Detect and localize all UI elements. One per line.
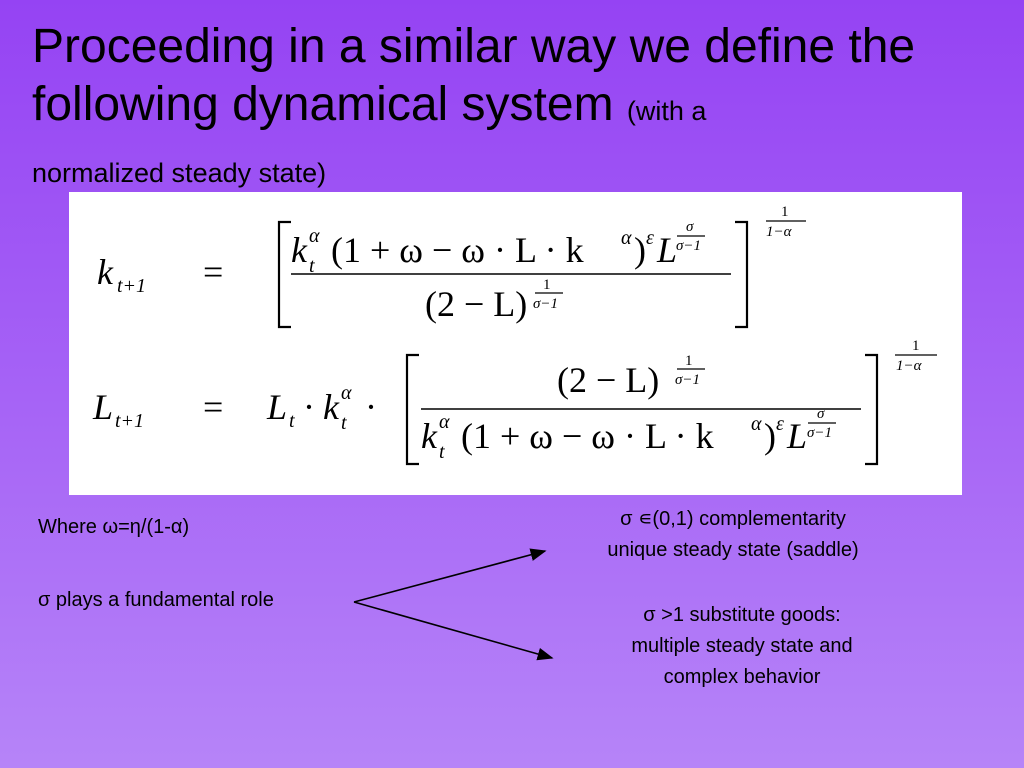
complementarity-line-1: σ ∊(0,1) complementarity	[620, 508, 846, 530]
eq2-sigma-num: σ	[817, 406, 825, 422]
arrow-to-complementarity	[353, 548, 547, 603]
eq1-num-k-t: t	[309, 255, 315, 277]
eq1-num-k-alpha: α	[309, 225, 320, 247]
eq1-den-body: (2 − L)	[425, 284, 527, 324]
slide-title-main: Proceeding in a similar way we define th…	[32, 20, 916, 131]
eq1-den-exp-num: 1	[543, 277, 551, 293]
eq2-den-alpha: α	[751, 413, 762, 435]
arrow-to-substitute-goods	[353, 601, 554, 661]
eq2-kt-alpha: α	[341, 382, 352, 404]
eq2-num-exp-den: σ−1	[675, 372, 700, 388]
substitute-line-1: σ >1 substitute goods:	[643, 604, 841, 626]
eq1-num-alpha: α	[621, 227, 632, 249]
eq1-num-close: )	[634, 230, 646, 270]
eq1-num-body: (1 + ω − ω · L · k	[331, 230, 584, 270]
eq1-lhs: k	[97, 252, 114, 292]
eq2-den-k: k	[421, 416, 438, 456]
eq2-num-exp-num: 1	[685, 353, 693, 369]
eq1-sigma-den: σ−1	[676, 238, 701, 254]
slide-title: Proceeding in a similar way we define th…	[32, 18, 1007, 134]
omega-definition: Where ω=η/(1-α)	[38, 516, 190, 538]
equation-image: k t+1 = k α t (1 + ω − ω · L · k α ) ε L…	[69, 192, 962, 495]
eq1-sigma-num: σ	[686, 219, 694, 235]
eq2-num-body: (2 − L)	[557, 360, 659, 400]
eq2-Lt: L	[266, 387, 287, 427]
eq1-lhs-sub: t+1	[117, 275, 146, 297]
eq2-lhs: L	[92, 387, 113, 427]
eq1-num-L: L	[656, 230, 677, 270]
eq2-den-body: (1 + ω − ω · L · k	[461, 416, 714, 456]
eq2-den-eps: ε	[776, 413, 784, 435]
eq2-den-close: )	[764, 416, 776, 456]
substitute-line-2: multiple steady state and	[631, 635, 853, 657]
eq1-right-bracket	[735, 220, 749, 329]
eq2-den-k-t: t	[439, 441, 445, 463]
eq2-kt: k	[323, 387, 340, 427]
equations-svg: k t+1 = k α t (1 + ω − ω · L · k α ) ε L…	[92, 204, 937, 466]
eq2-sigma-den: σ−1	[807, 425, 832, 441]
eq2-equals: =	[203, 387, 223, 427]
eq2-dot2: ·	[365, 387, 377, 427]
substitute-goods-case: σ >1 substitute goods: multiple steady s…	[562, 600, 922, 693]
substitute-line-3: complex behavior	[663, 666, 821, 688]
eq1-outer-exp-num: 1	[781, 204, 789, 220]
eq2-left-bracket	[405, 353, 419, 466]
eq2-outer-exp-num: 1	[912, 338, 920, 354]
eq1-equals: =	[203, 252, 223, 292]
eq1-num-k: k	[291, 230, 308, 270]
sigma-role-note: σ plays a fundamental role	[38, 589, 274, 611]
eq1-num-eps: ε	[646, 227, 654, 249]
eq1-outer-exp-den: 1−α	[766, 224, 793, 240]
eq2-outer-exp-den: 1−α	[896, 358, 923, 374]
eq2-kt-t: t	[341, 412, 347, 434]
slide-title-aside-continued: normalized steady state)	[32, 158, 327, 188]
eq2-dot1: ·	[303, 387, 315, 427]
slide-title-aside: (with a	[626, 96, 707, 126]
eq1-left-bracket	[277, 220, 291, 329]
eq2-right-bracket	[865, 353, 879, 466]
eq2-Lt-sub: t	[289, 410, 295, 432]
eq2-den-L: L	[786, 416, 807, 456]
complementarity-case: σ ∊(0,1) complementarity unique steady s…	[548, 504, 918, 566]
eq2-den-k-alpha: α	[439, 411, 450, 433]
eq1-den-exp-den: σ−1	[533, 296, 558, 312]
complementarity-line-2: unique steady state (saddle)	[607, 539, 859, 561]
eq2-lhs-sub: t+1	[115, 410, 144, 432]
